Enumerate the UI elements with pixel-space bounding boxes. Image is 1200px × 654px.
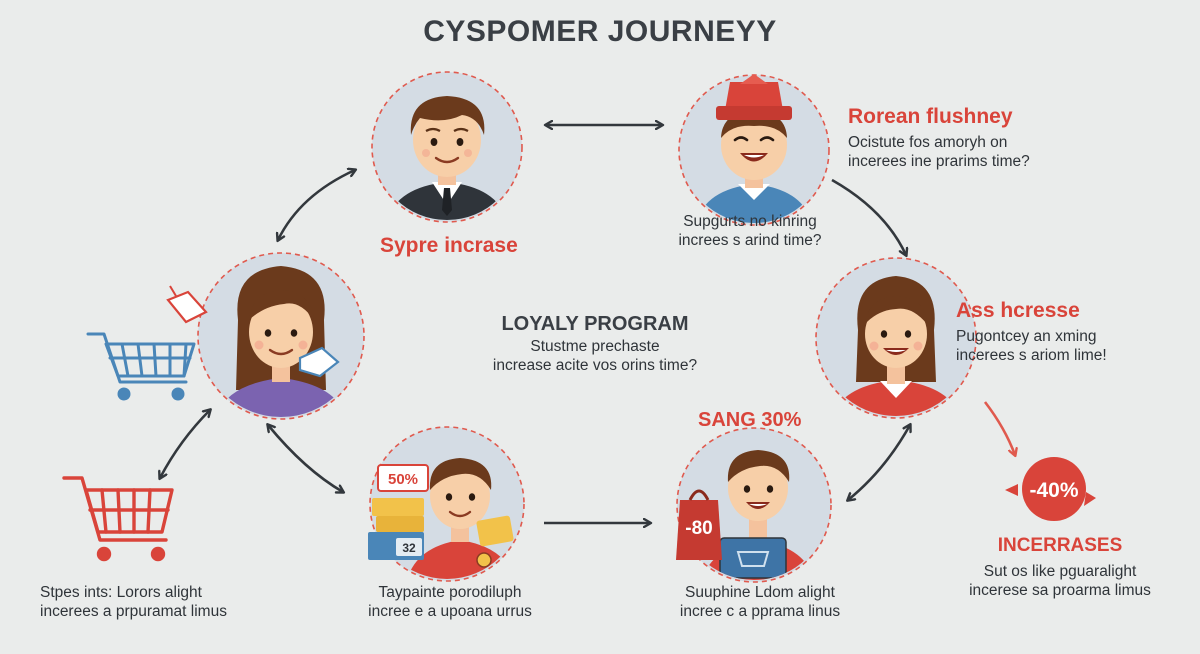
node-top-right-text: Rorean flushney Ocistute fos amoryh on i… [848, 104, 1030, 171]
right-block-text: INCERRASES Sut os like pguaralight incer… [940, 534, 1180, 601]
man-shopping-avatar [405, 458, 517, 579]
node-bottom-left-caption-line-2: incree e a upoana urrus [368, 602, 532, 620]
diagram-title: CYSPOMER JOURNEYY [423, 15, 777, 48]
node-middle-right-text: Ass hcresse Pugontcey an xming incerees … [956, 298, 1107, 365]
discount-badge-label: -40% [1029, 479, 1078, 502]
node-bottom-right-circle [676, 427, 832, 583]
arrow-midright-to-badge [983, 401, 1015, 455]
node-top-right-caption: Supgurts no kinring increes s arind time… [650, 213, 850, 251]
man-tablet-avatar [700, 450, 816, 580]
discount-tag-label: -80 [685, 518, 712, 539]
woman-red-top-avatar [830, 276, 962, 416]
arrow-midleft-to-leftcart [160, 410, 210, 478]
arrow-topright-to-midright [831, 178, 906, 255]
center-loyalty-block: LOYALY PROGRAM Stustme prechaste increas… [460, 312, 730, 376]
blue-shopping-cart-icon [86, 332, 196, 401]
right-block-line-1: Sut os like pguaralight [983, 563, 1137, 581]
price-tag-50-icon [377, 464, 429, 492]
laughing-face [733, 136, 775, 162]
node-bottom-right-heading: SANG 30% [698, 409, 802, 431]
node-top-right-caption-line-2: increes s arind time? [678, 231, 822, 249]
node-top-right-caption-line-1: Supgurts no kinring [683, 213, 817, 230]
left-block-line-2: incerees a prpuramat limus [40, 602, 227, 620]
left-block-line-1: Stpes ints: Lorors alight [40, 584, 202, 601]
flow-arrows [160, 125, 1015, 523]
node-top-right-line-1: Ocistute fos amoryh on [848, 133, 1008, 151]
node-middle-right-circle [815, 257, 977, 419]
node-top-left-circle [371, 71, 523, 223]
center-line-1: Stustme prechaste [530, 338, 660, 356]
price-tag-32-label: 32 [402, 541, 416, 555]
center-heading: LOYALY PROGRAM [501, 313, 689, 335]
arrow-bottomright-to-midright [848, 425, 910, 500]
node-top-left-label: Sypre incrase [380, 234, 518, 257]
center-line-2: increase acite vos orins time? [492, 357, 698, 375]
node-bottom-left-caption-line-1: Taypainte porodiluph [378, 584, 522, 601]
arrow-midleft-to-bottomleft [268, 425, 343, 492]
red-shopping-cart-icon [62, 476, 174, 562]
node-top-right-circle [678, 74, 830, 226]
node-middle-right-heading: Ass hcresse [956, 299, 1080, 322]
arrow-topleft-to-midleft [278, 170, 355, 240]
right-block-line-2: incerese sa proarma limus [969, 582, 1151, 600]
node-bottom-left-circle [368, 426, 525, 582]
node-middle-right-line-1: Pugontcey an xming [956, 327, 1097, 345]
flying-blue-tag-icon [298, 346, 340, 378]
node-bottom-right-caption: Suuphine Ldom alight incree c a pprama l… [640, 584, 880, 622]
node-middle-left-circle [197, 252, 365, 420]
node-bottom-right-caption-line-1: Suuphine Ldom alight [685, 584, 835, 601]
node-bottom-right-caption-line-2: incree c a pprama linus [679, 602, 841, 620]
flying-red-tag-icon [166, 285, 208, 324]
node-middle-right-line-2: incerees s ariom lime! [956, 346, 1107, 364]
red-hat-icon [716, 74, 792, 120]
node-bottom-left-caption: Taypainte porodiluph incree e a upoana u… [330, 584, 570, 622]
discount-bag-icon [676, 489, 722, 560]
node-top-right-heading: Rorean flushney [848, 105, 1013, 128]
node-top-right-line-2: incerees ine prarims time? [848, 152, 1030, 170]
right-block-heading: INCERRASES [997, 535, 1123, 556]
discount-badge-icon [1005, 457, 1096, 521]
price-tag-50-label: 50% [388, 471, 418, 488]
price-tag-32-icon [396, 538, 422, 556]
left-block-text: Stpes ints: Lorors alight incerees a prp… [40, 584, 227, 622]
